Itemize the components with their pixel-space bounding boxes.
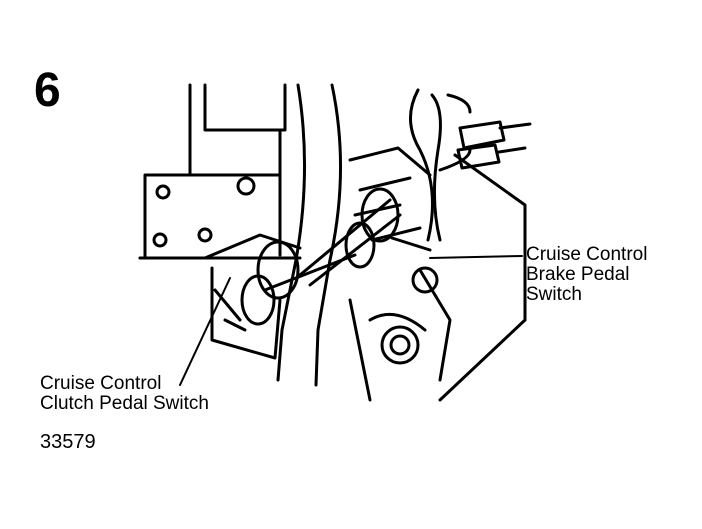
brake-label-line-1: Cruise Control	[526, 244, 648, 265]
clutch-label-line-1: Cruise Control	[40, 373, 162, 394]
mounting-bracket	[138, 83, 287, 260]
clutch-pedal-switch-label: Cruise Control Clutch Pedal Switch	[40, 374, 209, 414]
brake-pedal-switch-label: Cruise Control Brake Pedal Switch	[526, 245, 647, 305]
brake-label-line-2: Brake Pedal	[526, 263, 630, 285]
brake-leader-line	[429, 255, 523, 259]
clutch-pedal-switch	[203, 233, 357, 360]
lower-mount	[348, 153, 527, 402]
clutch-label-line-2: Clutch Pedal Switch	[40, 392, 209, 414]
brake-label-line-3: Switch	[526, 283, 582, 305]
wiring-harness	[408, 88, 532, 242]
step-number: 6	[34, 64, 61, 117]
clutch-leader-line	[179, 277, 231, 386]
figure-id: 33579	[40, 431, 96, 453]
brake-pedal-switch	[298, 146, 432, 287]
